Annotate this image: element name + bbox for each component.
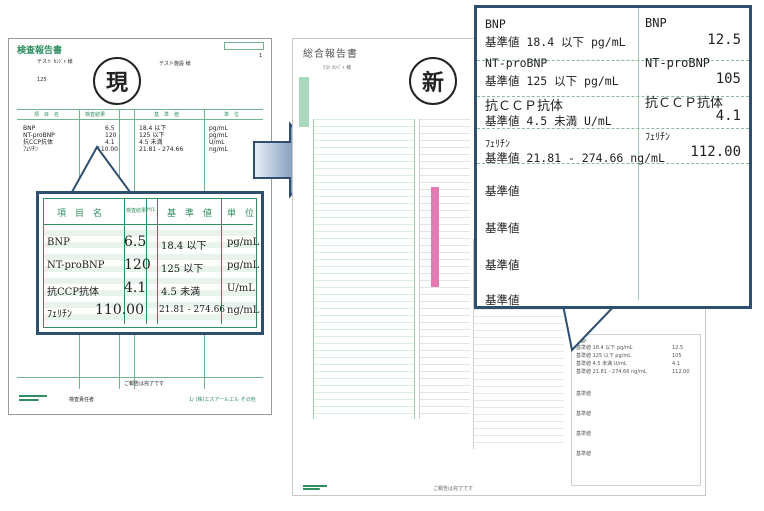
new-report-title: 総合報告書 <box>303 49 358 60</box>
old-zoom-panel: 項 目 名 検査結果 H/L 基 準 値 単 位 BNP 6.5 18.4 以下… <box>36 191 264 335</box>
old-report-patient-id: 125 <box>37 77 47 83</box>
new-report-grid-mid <box>419 119 470 419</box>
new-report-summary-box: BNP 基準値 18.4 以下 pg/mL 12.5 基準値 125 以下 pg… <box>571 334 701 486</box>
zoom-old-header-result: 検査結果 <box>126 208 147 214</box>
new-report-pink-strip <box>431 187 439 287</box>
old-label-circle: 現 <box>93 57 141 105</box>
old-report-stamp-box <box>224 42 264 50</box>
zoom-new-empty-label: 基準値 <box>485 258 520 272</box>
old-report-title: 検査報告書 <box>17 46 63 56</box>
zoom-old-header-range: 基 準 値 <box>167 209 213 219</box>
old-header-range: 基 準 値 <box>154 112 180 118</box>
zoom-new-empty-label: 基準値 <box>485 184 520 198</box>
old-report-facility: テスト施設 様 <box>159 61 191 67</box>
old-report-footer-page: 1/ (株)エスアールエル その他 <box>189 397 256 403</box>
zoom-old-header-unit: 単 位 <box>227 209 255 219</box>
old-header-result: 検査結果 <box>85 112 106 118</box>
new-zoom-panel: BNP 基準値 18.4 以下 pg/mL NT-proBNP 基準値 125 … <box>474 5 752 309</box>
old-callout-pointer <box>70 145 132 193</box>
old-report-footer-lab: 検査責任者 <box>69 397 95 403</box>
old-header-unit: 単 位 <box>224 112 240 118</box>
new-report-logo <box>303 485 327 490</box>
zoom-new-empty-label: 基準値 <box>485 293 520 307</box>
new-report-footer-note: ご報告は完了です <box>433 486 474 492</box>
new-report-grid-left <box>313 119 415 419</box>
new-report-green-strip <box>299 77 309 127</box>
old-report-page-no: 1 <box>259 53 263 59</box>
zoom-old-header-hl: H/L <box>147 207 156 213</box>
old-header-name: 項 目 名 <box>34 112 60 118</box>
zoom-new-empty-label: 基準値 <box>485 221 520 235</box>
new-report-patient-name: ﾃｽﾄ ｶﾝｼﾞｬ 様 <box>323 65 352 71</box>
old-report-footer-note: ご報告は完了です <box>124 381 165 387</box>
old-report-patient-name: テスト ｶﾝｼﾞｬ 様 <box>37 59 73 65</box>
old-report-logo <box>19 395 47 401</box>
new-label-circle: 新 <box>409 57 457 105</box>
zoom-old-header-name: 項 目 名 <box>57 209 103 219</box>
